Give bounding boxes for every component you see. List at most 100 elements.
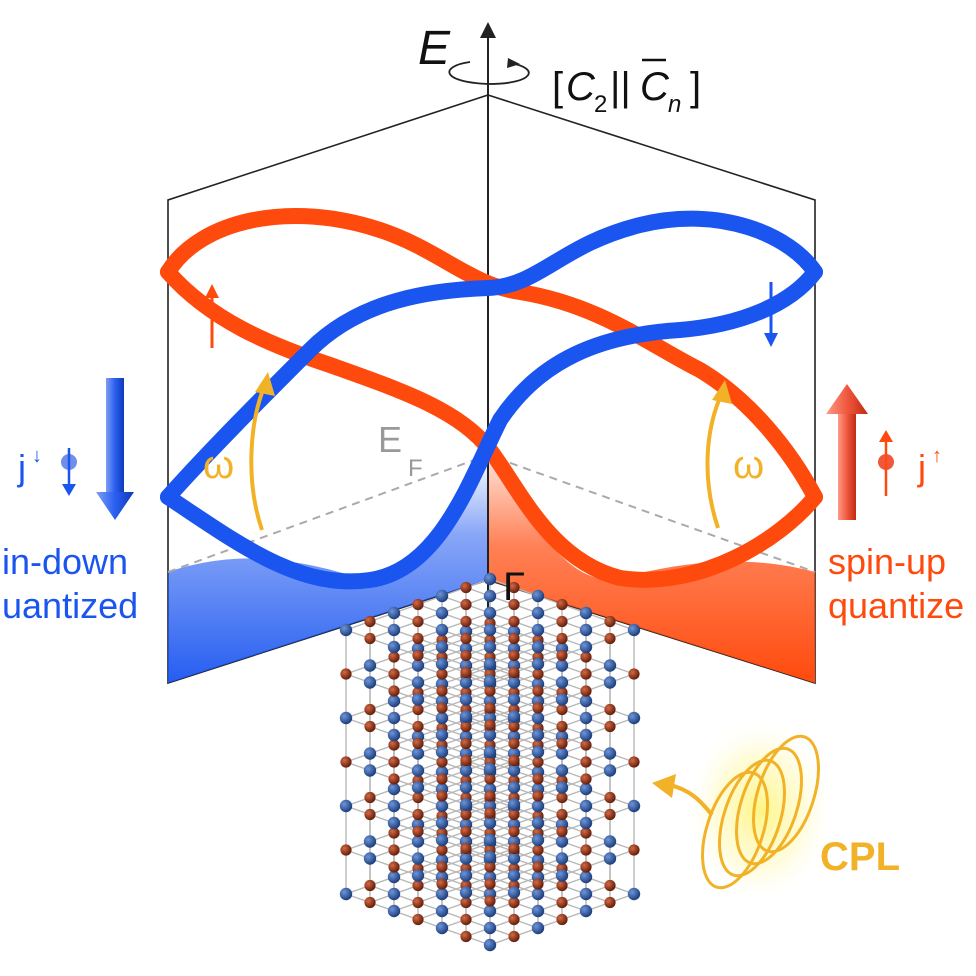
svg-text:||: || <box>610 65 631 109</box>
atom-red <box>460 896 472 909</box>
atom-blue <box>579 623 593 637</box>
atom-blue <box>435 921 449 935</box>
atom-blue <box>363 676 377 689</box>
right-omega-arrow <box>705 380 732 529</box>
atom-blue <box>483 745 497 759</box>
atom-blue <box>507 852 521 865</box>
atom-blue <box>627 711 641 725</box>
atom-red <box>340 844 352 856</box>
atom-red <box>580 739 592 751</box>
atom-blue <box>363 659 377 672</box>
atom-red <box>364 808 376 821</box>
atom-red <box>532 878 544 890</box>
spin-down-text-line2: uantized <box>2 585 138 626</box>
svg-text:C: C <box>640 65 670 109</box>
atom-blue <box>627 887 641 901</box>
atom-red <box>484 878 496 890</box>
spin-up-small-arrow <box>205 284 219 348</box>
atom-red <box>388 861 400 873</box>
atom-blue <box>627 623 641 637</box>
atom-blue <box>483 938 497 952</box>
atom-blue <box>531 728 545 742</box>
atom-blue <box>507 781 521 794</box>
atom-blue <box>411 764 425 777</box>
svg-text:j: j <box>917 447 926 488</box>
atom-blue <box>483 606 497 620</box>
spin-down-small-arrow <box>764 282 778 347</box>
svg-text:2: 2 <box>594 91 607 118</box>
atom-blue <box>387 904 401 918</box>
atom-blue <box>339 623 353 637</box>
atom-blue <box>555 693 569 706</box>
left-omega-label: ω <box>203 443 234 487</box>
atom-blue <box>531 921 545 935</box>
atom-red <box>580 651 592 663</box>
spin-up-ball-icon <box>878 430 894 496</box>
atom-red <box>532 773 544 785</box>
fermi-label: E F <box>378 419 423 482</box>
left-occupied-fill <box>168 455 488 683</box>
atom-blue <box>387 694 401 708</box>
atom-red <box>556 825 568 838</box>
atom-blue <box>531 799 545 813</box>
atom-blue <box>483 921 497 935</box>
atom-red <box>484 790 496 802</box>
atom-red <box>508 737 520 750</box>
atom-red <box>388 651 400 663</box>
atom-red <box>364 791 376 804</box>
atom-red <box>388 756 400 768</box>
atom-red <box>508 581 520 594</box>
atom-red <box>508 842 520 855</box>
symmetry-label: [ C 2 || C n ] <box>552 58 701 118</box>
atom-blue <box>339 711 353 725</box>
atom-blue <box>579 799 593 813</box>
atom-blue <box>459 852 473 865</box>
atom-blue <box>411 781 425 794</box>
atom-blue <box>483 674 497 688</box>
atom-blue <box>603 852 617 865</box>
atom-red <box>604 615 616 628</box>
atom-red <box>460 913 472 926</box>
atom-blue <box>483 572 497 586</box>
atom-blue <box>603 764 617 777</box>
atom-blue <box>483 589 497 603</box>
atom-red <box>580 685 592 697</box>
right-omega-label: ω <box>733 443 764 487</box>
atom-blue <box>555 781 569 794</box>
atom-blue <box>459 693 473 706</box>
atom-blue <box>435 606 449 620</box>
atom-red <box>508 825 520 838</box>
atom-red <box>412 913 424 926</box>
atom-blue <box>435 745 449 759</box>
atom-blue <box>411 869 425 882</box>
atom-red <box>580 668 592 680</box>
atom-blue <box>459 886 473 899</box>
spin-up-band <box>160 207 823 505</box>
atom-blue <box>435 887 449 901</box>
atom-blue <box>339 887 353 901</box>
svg-text:F: F <box>408 455 423 482</box>
energy-label: E <box>418 22 451 75</box>
atom-red <box>532 702 544 714</box>
atom-blue <box>459 781 473 794</box>
atom-red <box>580 756 592 768</box>
atom-blue <box>579 870 593 884</box>
atom-blue <box>531 606 545 620</box>
atom-red <box>580 844 592 856</box>
atom-red <box>412 632 424 645</box>
gamma-label: Γ <box>503 565 525 609</box>
spin-up-band-2 <box>160 264 823 588</box>
atom-red <box>460 930 472 943</box>
atom-red <box>436 702 448 714</box>
atom-red <box>364 615 376 628</box>
atom-blue <box>411 693 425 706</box>
atom-blue <box>387 782 401 796</box>
atom-blue <box>483 850 497 864</box>
atom-red <box>460 754 472 767</box>
atom-blue <box>387 711 401 725</box>
atom-blue <box>483 762 497 776</box>
atom-red <box>484 807 496 819</box>
atom-blue <box>459 676 473 689</box>
atom-blue <box>603 676 617 689</box>
atom-blue <box>579 782 593 796</box>
